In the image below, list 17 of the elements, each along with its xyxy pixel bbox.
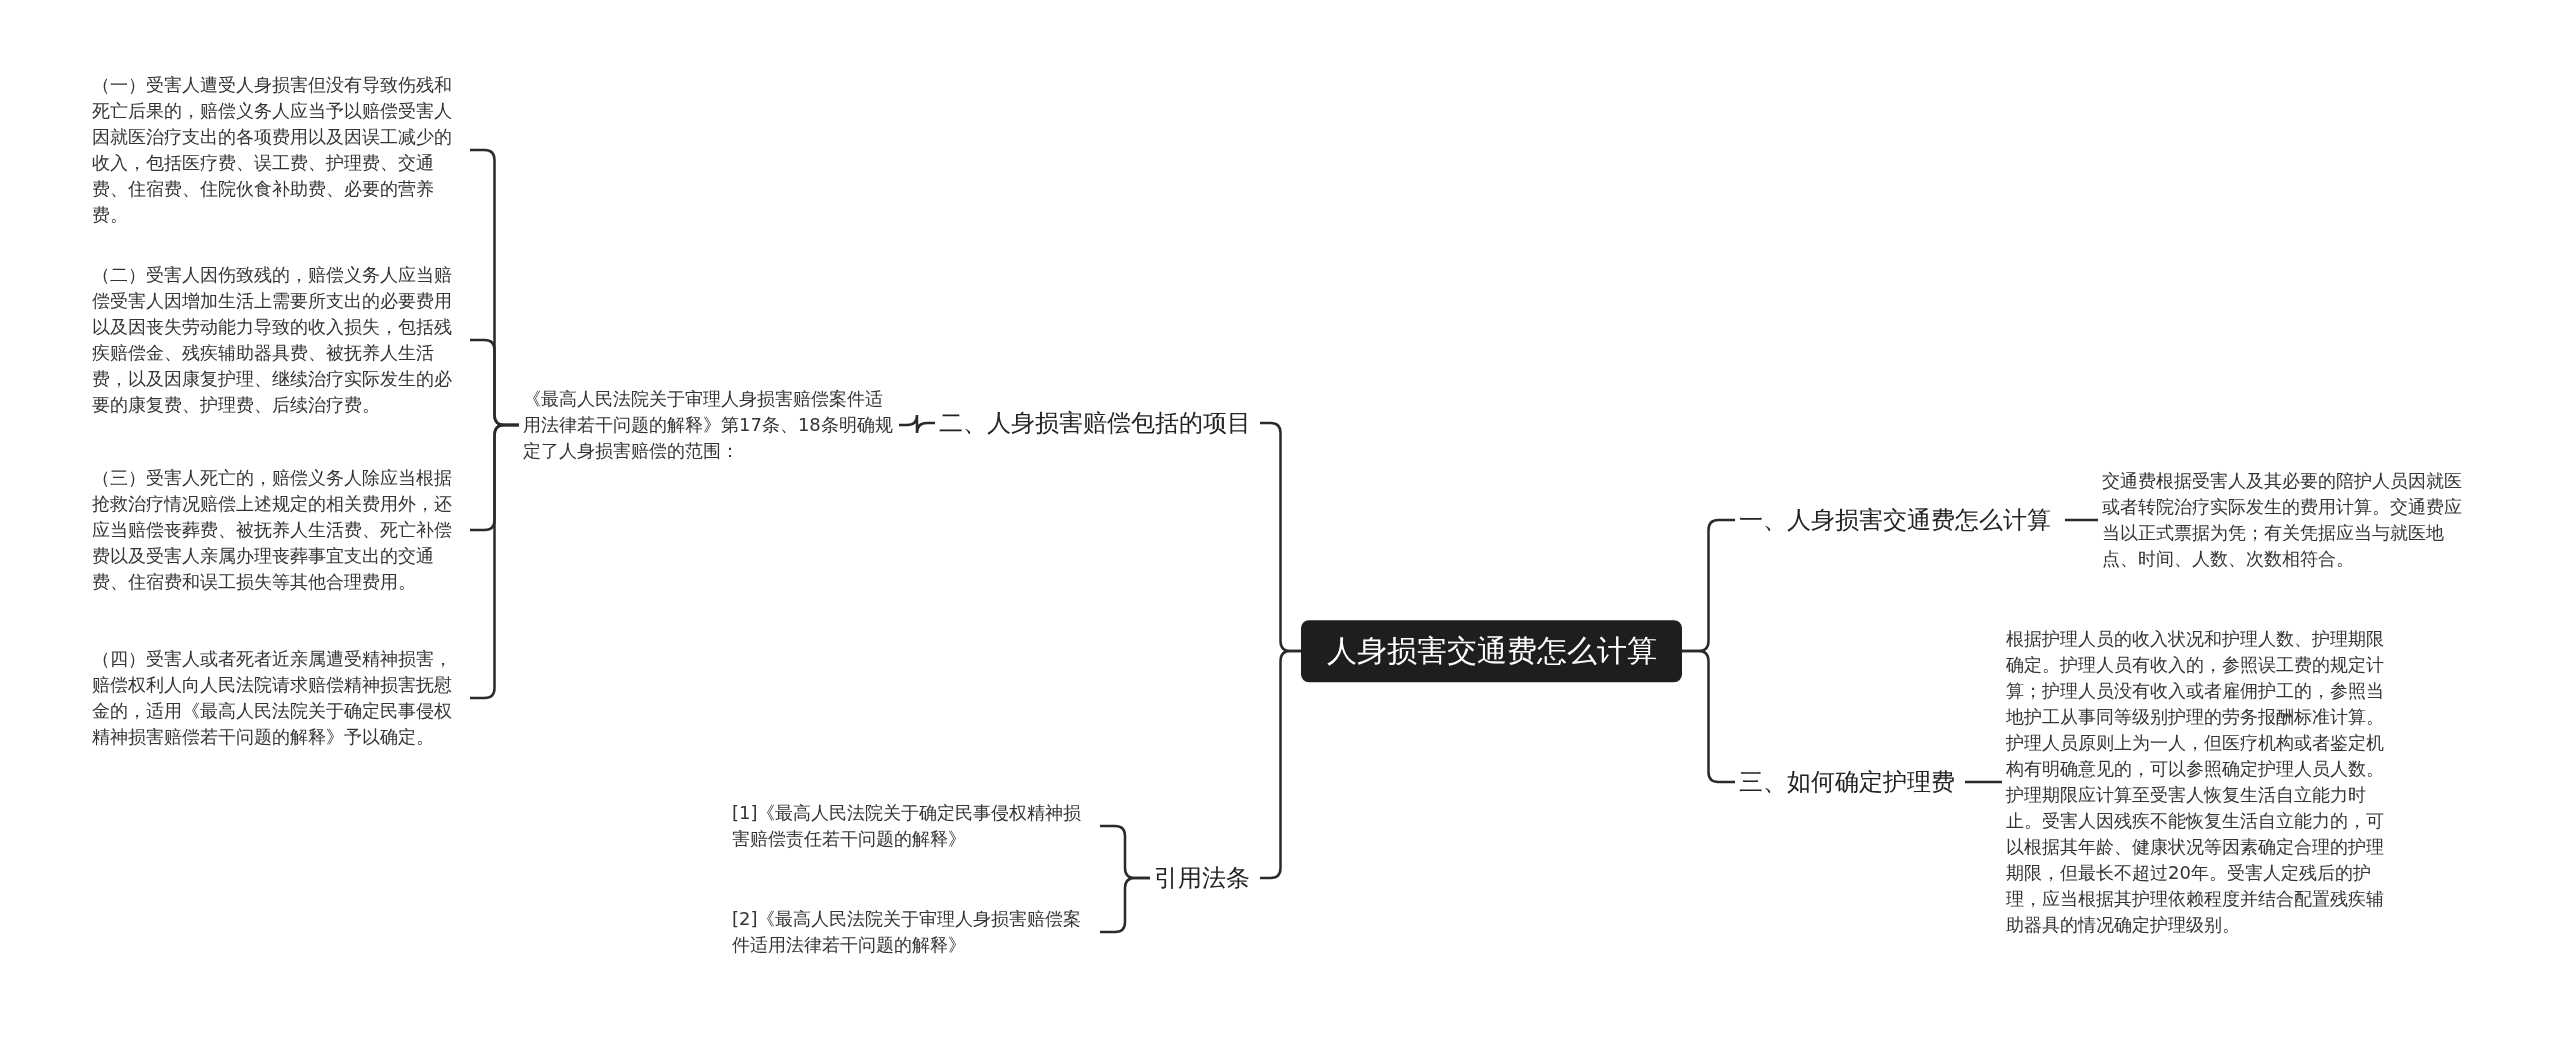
note-text: [2]《最高人民法院关于审理人身损害赔偿案件适用法律若干问题的解释》 bbox=[728, 906, 1100, 958]
connector-line bbox=[1965, 780, 2002, 784]
note-text: 根据护理人员的收入状况和护理人数、护理期限确定。护理人员有收入的，参照误工费的规定计算；护理人员没有收入或者雇佣护工的，参照当地护工从事同等级别护理的劳务报酬标准计算。护理人员原则上为一人，但医疗机构或者鉴定机构有明确意见的，可以参照确定护理人员人数。护理期限应计算至受害人恢复生活自立能力时止。受害人因残疾不能恢复生活自立能力的，可以根据其年龄、健康状况等因素确定合理的护理期限，但最长不超过20年。受害人定残后的护理，应当根据其护理依赖程度并结合配置残疾辅助器具的情况确定护理级别。 bbox=[2002, 626, 2392, 938]
note-text: （四）受害人或者死者近亲属遭受精神损害，赔偿权利人向人民法院请求赔偿精神损害抚慰金的，适用《最高人民法院关于确定民事侵权精神损害赔偿若干问题的解释》予以确定。 bbox=[88, 646, 470, 750]
branch-topic: 二、人身损害赔偿包括的项目 bbox=[935, 408, 1260, 438]
branch-topic: 引用法条 bbox=[1150, 863, 1260, 893]
note-text: 交通费根据受害人及其必要的陪护人员因就医或者转院治疗实际发生的费用计算。交通费应当以正式票据为凭；有关凭据应当与就医地点、时间、人数、次数相符合。 bbox=[2098, 468, 2483, 572]
branch-topic: 一、人身损害交通费怎么计算 bbox=[1735, 505, 2065, 535]
note-text: （二）受害人因伤致残的，赔偿义务人应当赔偿受害人因增加生活上需要所支出的必要费用以及因丧失劳动能力导致的收入损失，包括残疾赔偿金、残疾辅助器具费、被抚养人生活费，以及因康复护理、继续治疗实际发生的必要的康复费、护理费、后续治疗费。 bbox=[88, 262, 470, 418]
central-topic: 人身损害交通费怎么计算 bbox=[1301, 620, 1682, 682]
connector-line bbox=[899, 413, 935, 435]
branch-topic: 三、如何确定护理费 bbox=[1735, 767, 1965, 797]
note-text: （一）受害人遭受人身损害但没有导致伤残和死亡后果的，赔偿义务人应当予以赔偿受害人因就医治疗支出的各项费用以及因误工减少的收入，包括医疗费、误工费、护理费、交通费、住宿费、住院伙食补助费、必要的营养费。 bbox=[88, 72, 470, 228]
note-text: （三）受害人死亡的，赔偿义务人除应当根据抢救治疗情况赔偿上述规定的相关费用外，还应当赔偿丧葬费、被抚养人生活费、死亡补偿费以及受害人亲属办理丧葬事宜支出的交通费、住宿费和误工损失等其他合理费用。 bbox=[88, 465, 470, 595]
note-text: 《最高人民法院关于审理人身损害赔偿案件适用法律若干问题的解释》第17条、18条明确规定了人身损害赔偿的范围： bbox=[519, 386, 899, 464]
connector-line bbox=[2065, 518, 2098, 522]
note-text: [1]《最高人民法院关于确定民事侵权精神损害赔偿责任若干问题的解释》 bbox=[728, 800, 1100, 852]
